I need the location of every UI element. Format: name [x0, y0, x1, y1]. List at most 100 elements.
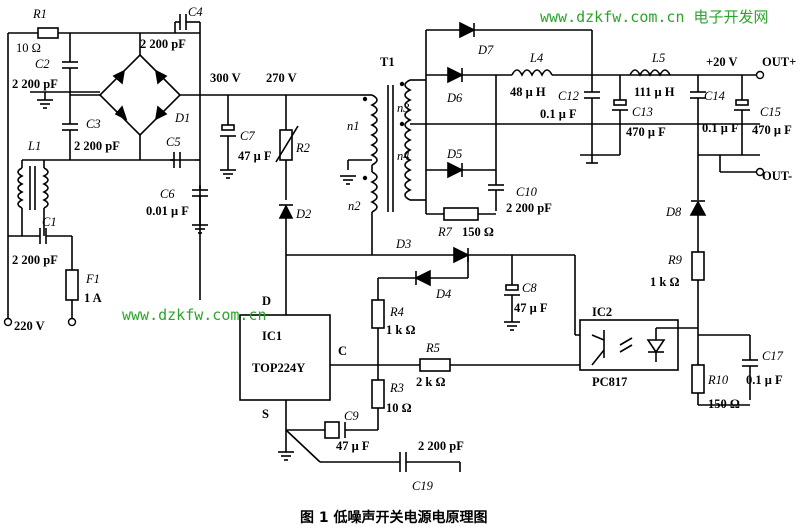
- label-r9-val: 1 k Ω: [650, 275, 679, 289]
- label-r7-val: 150 Ω: [462, 225, 494, 239]
- optocoupler-internals: [591, 327, 698, 366]
- label-c7: C7: [240, 129, 255, 143]
- label-c17: C17: [762, 349, 784, 363]
- dot-n2: [362, 175, 368, 181]
- label-c9: C9: [344, 409, 359, 423]
- label-l4: L4: [529, 51, 543, 65]
- label-c15-val: 470 μ F: [752, 123, 792, 137]
- label-d7: D7: [477, 43, 494, 57]
- ic1-pin-c: C: [338, 344, 347, 358]
- label-r4-val: 1 k Ω: [386, 323, 415, 337]
- label-r7: R7: [437, 225, 453, 239]
- label-c13-val: 470 μ F: [626, 125, 666, 139]
- label-l5: L5: [651, 51, 665, 65]
- label-d2: D2: [295, 207, 311, 221]
- label-r10-val: 150 Ω: [708, 397, 740, 411]
- ic1-pin-d: D: [262, 294, 271, 308]
- ic1-part: TOP224Y: [252, 361, 305, 375]
- label-r5: R5: [425, 341, 440, 355]
- figure-caption: 图 1 低噪声开关电源电原理图: [300, 509, 488, 526]
- label-r4: R4: [389, 305, 404, 319]
- label-f1-val: 1 A: [84, 291, 102, 305]
- label-r2: R2: [295, 141, 310, 155]
- label-c1-val: 2 200 pF: [12, 253, 58, 267]
- label-r9: R9: [667, 253, 683, 267]
- ic1-label: IC1: [262, 329, 282, 343]
- label-c8-val: 47 μ F: [514, 301, 548, 315]
- dot-n4: [399, 121, 405, 127]
- label-d8: D8: [665, 205, 682, 219]
- label-c14: C14: [704, 89, 725, 103]
- label-d6: D6: [446, 91, 463, 105]
- label-n2: n2: [348, 199, 361, 213]
- c5-c6: [170, 152, 208, 234]
- label-out-minus: OUT-: [762, 169, 792, 183]
- label-c12: C12: [558, 89, 579, 103]
- label-c19: C19: [412, 479, 434, 493]
- label-c9-val: 47 μ F: [336, 439, 370, 453]
- label-300v: 300 V: [210, 71, 241, 85]
- ac-terminal-left: [3, 317, 13, 327]
- label-v20: +20 V: [706, 55, 738, 69]
- label-c4: C4: [188, 5, 203, 19]
- label-d3: D3: [395, 237, 411, 251]
- ic1-box: [239, 314, 331, 401]
- dc-rail: [200, 94, 372, 315]
- label-l5-val: 111 μ H: [634, 85, 675, 99]
- label-c4-val: 2 200 pF: [140, 37, 186, 51]
- label-c8: C8: [522, 281, 537, 295]
- watermark-mid: www.dzkfw.com.cn: [122, 306, 267, 324]
- label-n3: n3: [397, 101, 410, 115]
- label-out-plus: OUT+: [762, 55, 796, 69]
- label-l1: L1: [27, 139, 41, 153]
- dot-n3: [399, 81, 405, 87]
- ic2-label: IC2: [592, 305, 612, 319]
- label-d4: D4: [435, 287, 451, 301]
- transformer-t1: [340, 79, 426, 255]
- label-d5: D5: [446, 147, 462, 161]
- label-r1-val: 10 Ω: [16, 41, 41, 55]
- label-c10: C10: [516, 185, 538, 199]
- output-wiring: [410, 21, 760, 406]
- label-c1: C1: [42, 215, 57, 229]
- out-minus-terminal: [755, 167, 765, 177]
- watermark-top: www.dzkfw.com.cn 电子开发网: [540, 8, 769, 26]
- label-f1: F1: [85, 272, 100, 286]
- label-c17-val: 0.1 μ F: [746, 373, 783, 387]
- label-c7-val: 47 μ F: [238, 149, 272, 163]
- label-r5-val: 2 k Ω: [416, 375, 445, 389]
- ic2-part: PC817: [592, 375, 627, 389]
- label-l4-val: 48 μ H: [510, 85, 546, 99]
- feedback-wiring: [278, 246, 592, 472]
- label-t1: T1: [380, 55, 395, 69]
- ac-terminal-right: [67, 317, 77, 327]
- label-ac-in: 220 V: [14, 319, 45, 333]
- label-c13: C13: [632, 105, 653, 119]
- label-d1: D1: [174, 111, 190, 125]
- ic1-pin-s: S: [262, 407, 269, 421]
- label-n4: n4: [397, 149, 410, 163]
- label-c12-val: 0.1 μ F: [540, 107, 577, 121]
- label-c10-val: 2 200 pF: [506, 201, 552, 215]
- label-c3: C3: [86, 117, 101, 131]
- label-c5: C5: [166, 135, 181, 149]
- label-c14-val: 0.1 μ F: [702, 121, 739, 135]
- label-270v: 270 V: [266, 71, 297, 85]
- dot-n1: [362, 96, 368, 102]
- input-wiring: [7, 14, 201, 322]
- label-r3: R3: [389, 381, 404, 395]
- label-r10: R10: [707, 373, 729, 387]
- label-c2: C2: [35, 57, 50, 71]
- label-r1: R1: [32, 7, 47, 21]
- label-c6-val: 0.01 μ F: [146, 204, 189, 218]
- out-plus-terminal: [755, 70, 765, 80]
- label-c19-val: 2 200 pF: [418, 439, 464, 453]
- label-r3-val: 10 Ω: [386, 401, 412, 415]
- label-c6: C6: [160, 187, 175, 201]
- label-c15: C15: [760, 105, 781, 119]
- label-c3-val: 2 200 pF: [74, 139, 120, 153]
- bridge-rectifier: [70, 33, 200, 160]
- label-c2-val: 2 200 pF: [12, 77, 58, 91]
